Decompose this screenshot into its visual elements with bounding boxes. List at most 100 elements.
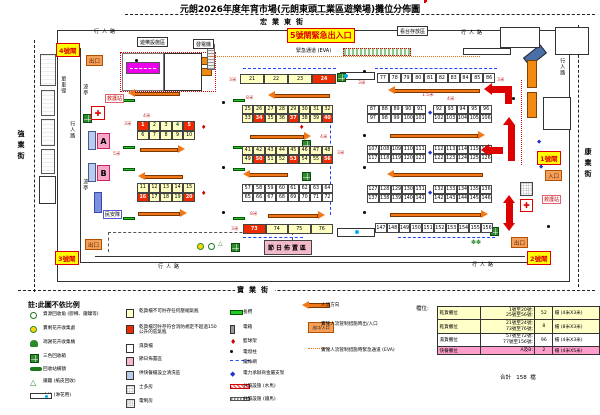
stall-15[interactable]: 15 <box>183 183 195 193</box>
stall-48[interactable]: 48 <box>321 146 334 155</box>
stall-16[interactable]: 16 <box>137 192 149 202</box>
stall-9[interactable]: 9 <box>171 130 184 140</box>
stall-147[interactable]: 147 <box>375 223 387 233</box>
stall-50[interactable]: 50 <box>253 155 265 164</box>
stall-118[interactable]: 118 <box>378 154 391 163</box>
stall-22[interactable]: 22 <box>264 74 288 84</box>
gate-label[interactable]: 5號閘緊急出入口 <box>287 28 355 43</box>
stall-28[interactable]: 28 <box>276 105 288 114</box>
stall-144[interactable]: 144 <box>456 194 469 203</box>
stall-54[interactable]: 54 <box>298 155 311 164</box>
stall-29[interactable]: 29 <box>287 105 299 114</box>
stall-35[interactable]: 35 <box>264 114 277 123</box>
exit-label[interactable]: 出口 <box>511 237 529 248</box>
stall-71[interactable]: 71 <box>310 193 322 202</box>
stall-104[interactable]: 104 <box>456 114 469 123</box>
stall-110[interactable]: 110 <box>402 145 415 154</box>
stall-14[interactable]: 14 <box>171 183 184 193</box>
gate-label[interactable]: 3號閘 <box>55 251 79 265</box>
stall-90[interactable]: 90 <box>402 105 415 114</box>
stall-156[interactable]: 156 <box>481 223 493 233</box>
stall-62[interactable]: 62 <box>298 184 311 193</box>
stall-83[interactable]: 83 <box>447 73 460 83</box>
stall-58[interactable]: 58 <box>253 184 265 193</box>
stall-99[interactable]: 99 <box>390 114 403 123</box>
stall-154[interactable]: 154 <box>457 223 470 233</box>
stall-150[interactable]: 150 <box>410 223 423 233</box>
stall-84[interactable]: 84 <box>459 73 472 83</box>
stall-3[interactable]: 3 <box>160 121 172 131</box>
stall-5[interactable]: 5 <box>183 121 195 131</box>
stall-130[interactable]: 130 <box>402 185 415 194</box>
stall-34[interactable]: 34 <box>253 114 265 123</box>
stall-59[interactable]: 59 <box>264 184 277 193</box>
stall-10[interactable]: 10 <box>183 130 195 140</box>
stall-66[interactable]: 66 <box>253 193 265 202</box>
stall-61[interactable]: 61 <box>287 184 299 193</box>
stall-143[interactable]: 143 <box>444 194 457 203</box>
gate-label[interactable]: 4號閘 <box>56 43 80 57</box>
stall-98[interactable]: 98 <box>378 114 391 123</box>
stall-88[interactable]: 88 <box>378 105 391 114</box>
stall-93[interactable]: 93 <box>444 105 457 114</box>
stall-25[interactable]: 25 <box>242 105 254 114</box>
stall-109[interactable]: 109 <box>390 145 403 154</box>
stall-26[interactable]: 26 <box>253 105 265 114</box>
stall-53[interactable]: 53 <box>287 155 299 164</box>
stall-124[interactable]: 124 <box>456 154 469 163</box>
stall-136[interactable]: 136 <box>480 185 492 194</box>
stall-121[interactable]: 121 <box>414 154 426 163</box>
stall-60[interactable]: 60 <box>276 184 288 193</box>
stall-128[interactable]: 128 <box>378 185 391 194</box>
stall-39[interactable]: 39 <box>310 114 322 123</box>
stall-151[interactable]: 151 <box>422 223 434 233</box>
stall-129[interactable]: 129 <box>390 185 403 194</box>
stall-127[interactable]: 127 <box>367 185 379 194</box>
stall-47[interactable]: 47 <box>310 146 322 155</box>
stall-142[interactable]: 142 <box>432 194 445 203</box>
exit-label[interactable]: 出口 <box>85 239 103 250</box>
stall-114[interactable]: 114 <box>456 145 469 154</box>
stall-40[interactable]: 40 <box>321 114 334 123</box>
stall-146[interactable]: 146 <box>480 194 492 203</box>
stall-31[interactable]: 31 <box>310 105 322 114</box>
stall-125[interactable]: 125 <box>468 154 481 163</box>
entrance-label[interactable]: 入口 <box>545 170 563 181</box>
stall-63[interactable]: 63 <box>310 184 322 193</box>
gate-label[interactable]: 2號閘 <box>527 251 551 265</box>
stall-42[interactable]: 42 <box>253 146 265 155</box>
stall-131[interactable]: 131 <box>414 185 426 194</box>
stall-49[interactable]: 49 <box>242 155 254 164</box>
stall-119[interactable]: 119 <box>390 154 403 163</box>
stall-86[interactable]: 86 <box>483 73 495 83</box>
stall-33[interactable]: 33 <box>242 114 254 123</box>
stall-57[interactable]: 57 <box>242 184 254 193</box>
stall-103[interactable]: 103 <box>444 114 457 123</box>
stall-1[interactable]: 1 <box>137 121 149 131</box>
stall-106[interactable]: 106 <box>480 114 492 123</box>
stall-11[interactable]: 11 <box>137 183 149 193</box>
stall-87[interactable]: 87 <box>367 105 379 114</box>
stall-75[interactable]: 75 <box>288 224 311 234</box>
stall-120[interactable]: 120 <box>402 154 415 163</box>
stall-112[interactable]: 112 <box>432 145 445 154</box>
stall-145[interactable]: 145 <box>468 194 481 203</box>
exit-label[interactable]: 出口 <box>86 55 104 66</box>
stall-153[interactable]: 153 <box>445 223 458 233</box>
stall-81[interactable]: 81 <box>424 73 436 83</box>
stall-17[interactable]: 17 <box>148 192 161 202</box>
stall-113[interactable]: 113 <box>444 145 457 154</box>
stall-74[interactable]: 74 <box>265 224 288 234</box>
stall-77[interactable]: 77 <box>377 73 389 83</box>
stall-115[interactable]: 115 <box>468 145 481 154</box>
stall-56[interactable]: 56 <box>321 155 334 164</box>
stall-138[interactable]: 138 <box>378 194 391 203</box>
stall-152[interactable]: 152 <box>433 223 446 233</box>
stall-20[interactable]: 20 <box>183 192 195 202</box>
stall-133[interactable]: 133 <box>444 185 457 194</box>
fastfood-stall-A[interactable]: A <box>97 133 110 149</box>
stall-41[interactable]: 41 <box>242 146 254 155</box>
stall-72[interactable]: 72 <box>321 193 334 202</box>
stall-65[interactable]: 65 <box>242 193 254 202</box>
stall-68[interactable]: 68 <box>276 193 288 202</box>
